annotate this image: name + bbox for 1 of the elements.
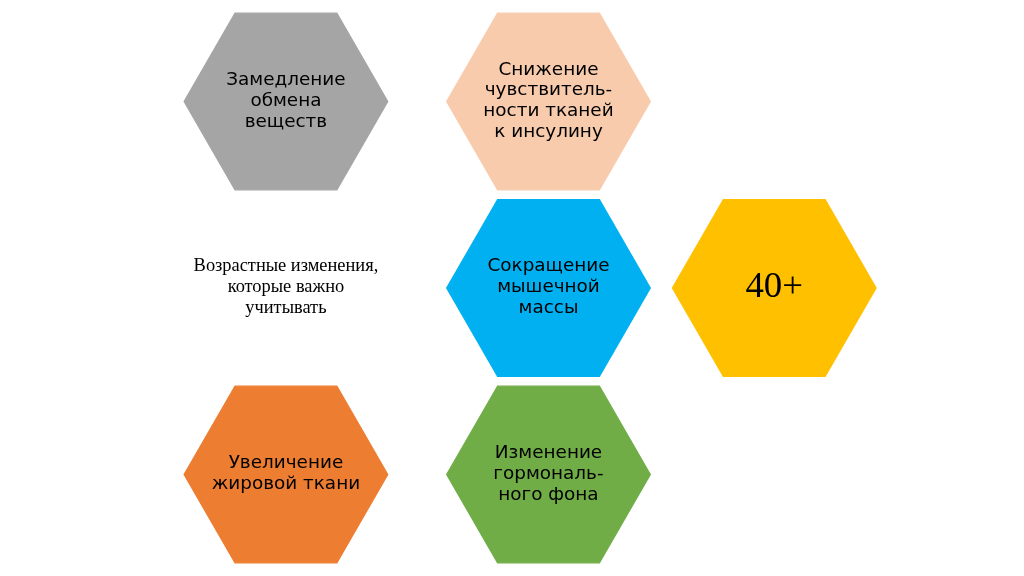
- label: Возрастные изменения, которые важно учитывать: [193, 255, 379, 318]
